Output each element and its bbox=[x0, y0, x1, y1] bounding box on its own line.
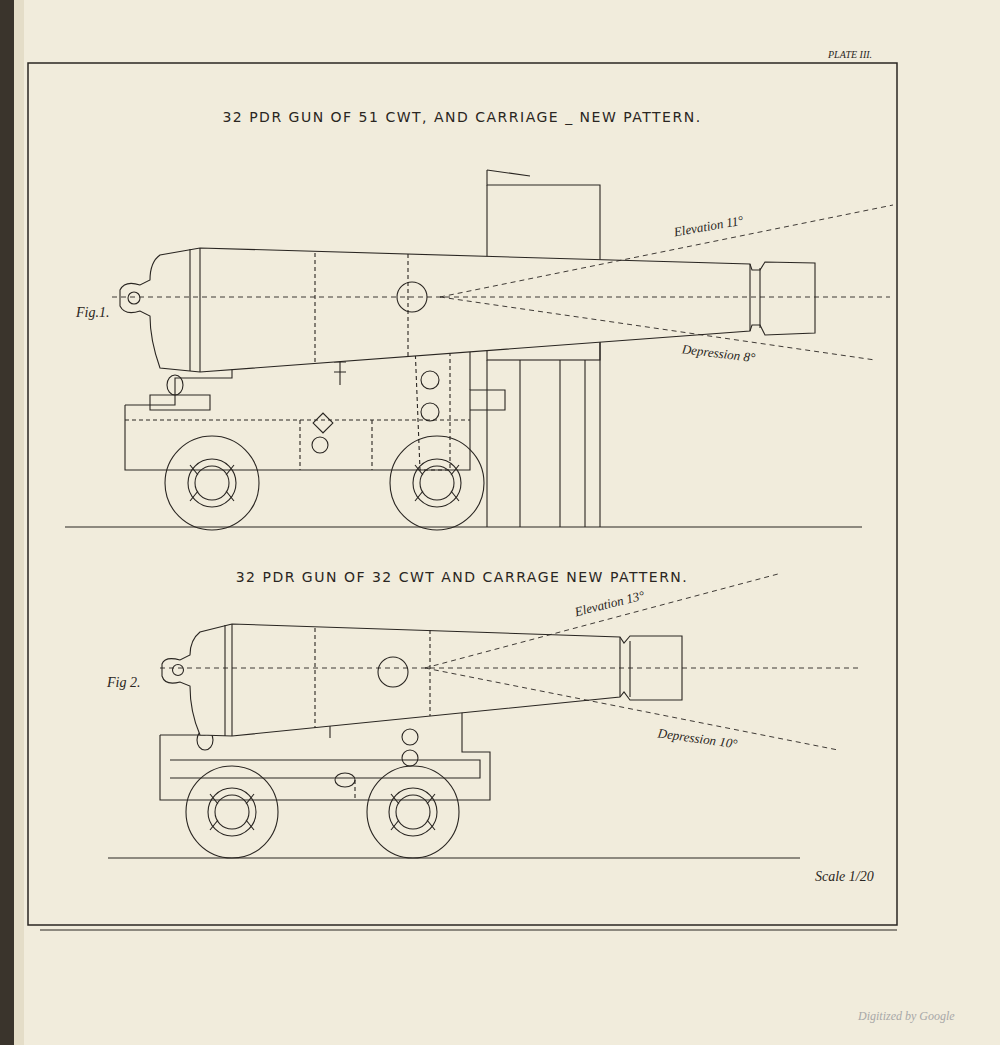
scale-note: Scale 1/20 bbox=[815, 870, 874, 884]
figure-label: Fig.1. bbox=[76, 306, 109, 320]
watermark: Digitized by Google bbox=[858, 1010, 955, 1022]
figure-label: Fig 2. bbox=[107, 676, 140, 690]
figure-heading: 32 PDR GUN OF 51 CWT, AND CARRIAGE _ NEW… bbox=[222, 110, 701, 124]
plate-number: PLATE III. bbox=[828, 50, 872, 60]
figure-heading: 32 PDR GUN OF 32 CWT AND CARRAGE NEW PAT… bbox=[236, 570, 689, 584]
